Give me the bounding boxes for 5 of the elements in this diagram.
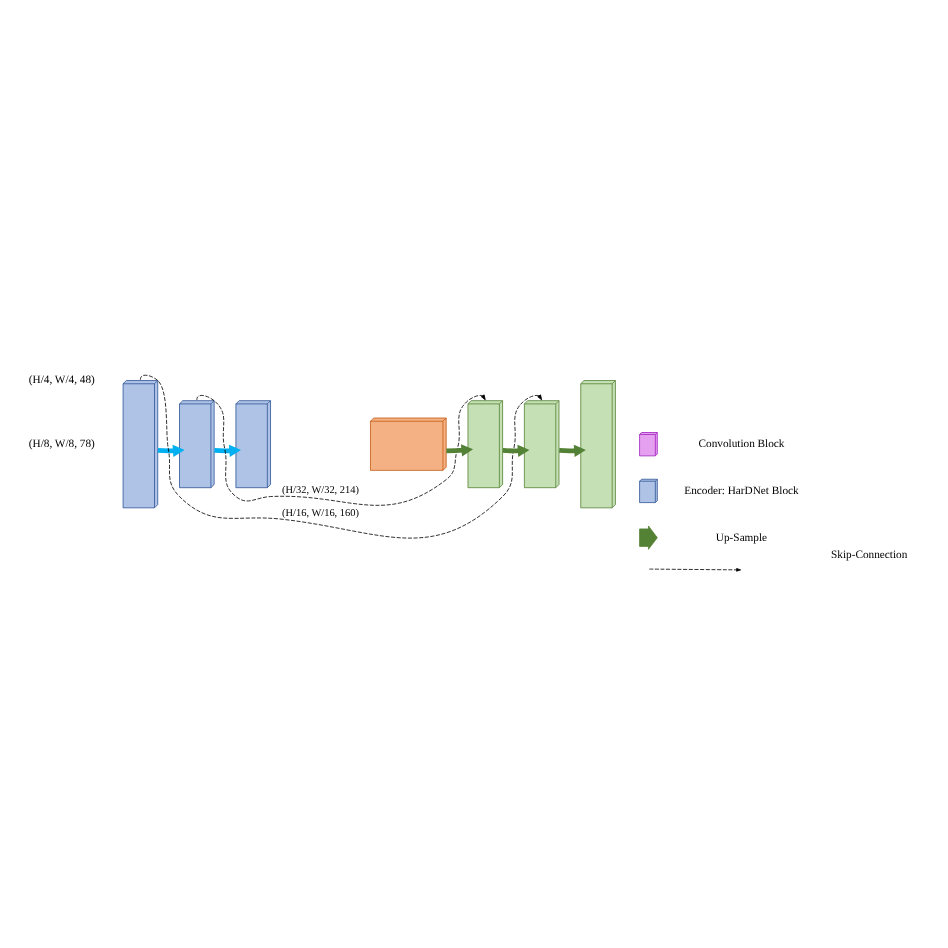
arrow bbox=[140, 374, 543, 539]
arrow bbox=[502, 444, 530, 457]
arrow bbox=[446, 444, 474, 457]
arrow bbox=[196, 394, 486, 506]
arrow bbox=[559, 444, 586, 457]
